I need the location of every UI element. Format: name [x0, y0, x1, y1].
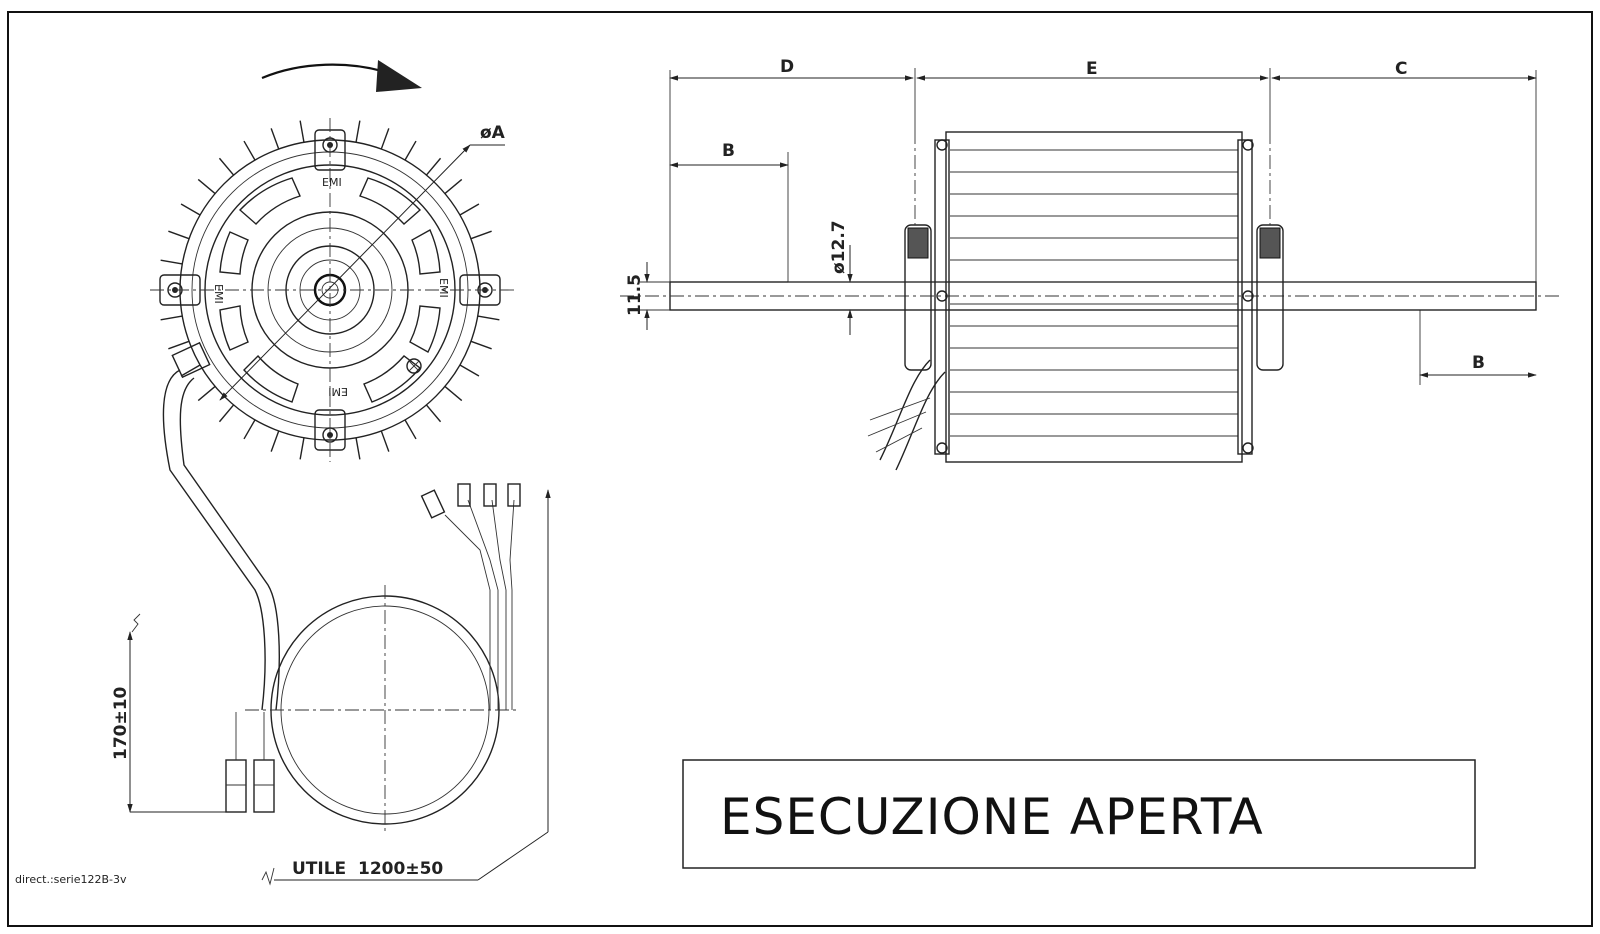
title-block — [682, 759, 1476, 869]
body-ribs — [950, 149, 1238, 437]
side-view: D E C B B ø12.7 11.5 — [620, 57, 1560, 471]
dim-d-label: D — [780, 57, 794, 77]
dim-b-right-label: B — [1472, 353, 1485, 373]
diameter-a-label: øA — [480, 123, 506, 143]
dim-e-label: E — [1086, 59, 1098, 79]
front-view: øA EMI EMI EMI EMI — [150, 60, 515, 462]
screw-icon — [406, 358, 422, 374]
motor-body — [945, 131, 1243, 463]
connector-2 — [253, 759, 275, 813]
cable-dimensions: 170±10 UTILE 1200±50 — [111, 489, 551, 886]
connector-1 — [225, 759, 247, 813]
lead-length-label: 170±10 — [111, 686, 131, 760]
bearing-left — [904, 224, 932, 371]
dim-c-label: C — [1395, 59, 1407, 79]
shaft-offset-label: 11.5 — [625, 274, 645, 316]
title-text: ESECUZIONE APERTA — [720, 788, 1264, 846]
dim-b-left-label: B — [722, 141, 735, 161]
emi-label-bottom: EMI — [328, 385, 348, 398]
usable-length-label: UTILE 1200±50 — [292, 859, 443, 879]
emi-label-right: EMI — [437, 278, 450, 298]
shaft-diameter-label: ø12.7 — [829, 220, 849, 274]
drawing-reference: direct.:serie122B-3v — [15, 873, 127, 886]
drawing-border — [7, 11, 1593, 927]
cable-gland — [171, 341, 211, 379]
emi-label-top: EMI — [322, 176, 342, 189]
rotation-arrow-icon — [261, 63, 393, 80]
emi-label-left: EMI — [212, 284, 225, 304]
cable-assembly — [162, 369, 521, 835]
